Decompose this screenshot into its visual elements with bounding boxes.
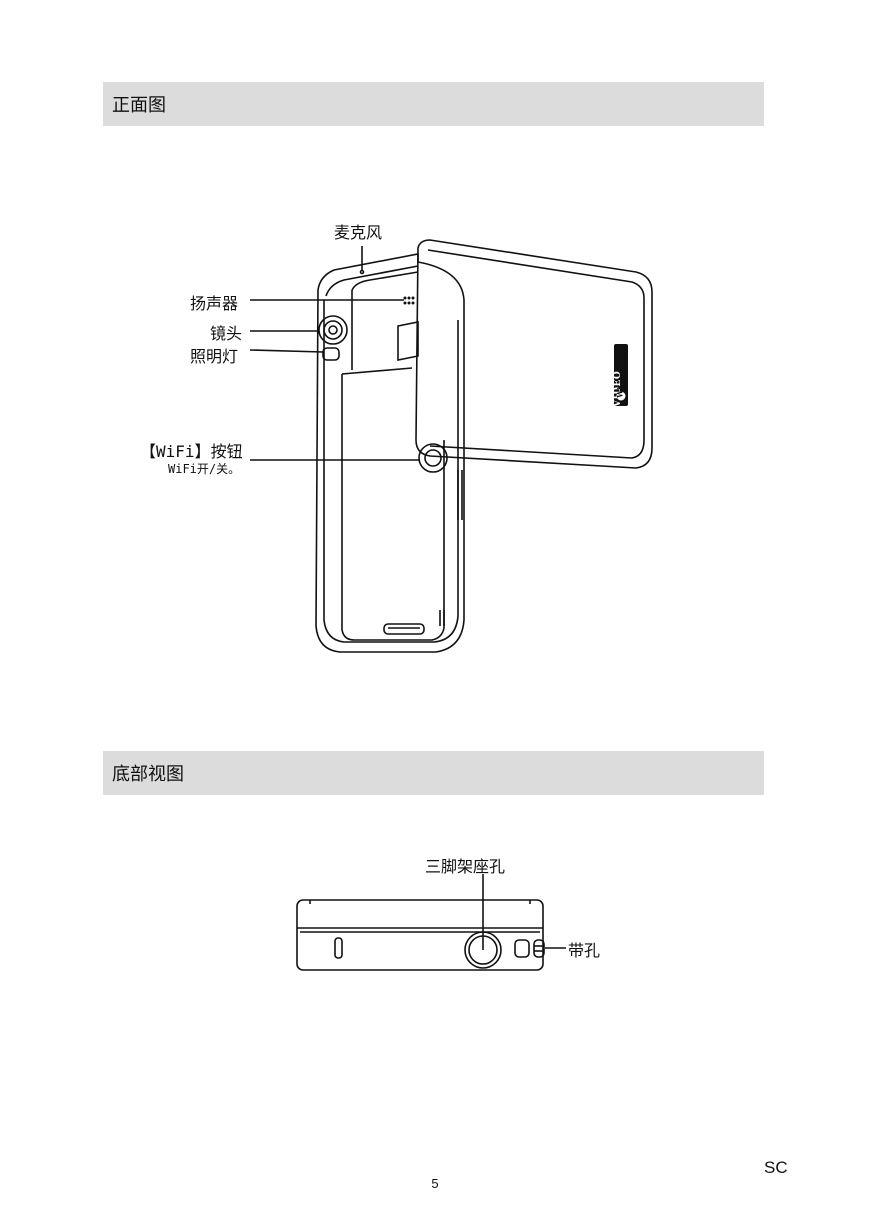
label-speaker: 扬声器 xyxy=(190,294,239,313)
wifi-button-name: WiFi xyxy=(156,442,195,461)
bracket-open: 【 xyxy=(140,442,157,461)
screen-logo-wi: Wi xyxy=(615,387,625,398)
label-wifi-button: 【WiFi】按钮 xyxy=(140,438,243,462)
label-lens: 镜头 xyxy=(210,324,243,343)
label-wifi-desc: WiFi开/关。 xyxy=(168,462,241,476)
label-strap-hole: 带孔 xyxy=(568,941,601,960)
section-title: 正面图 xyxy=(112,95,166,116)
language-code: SC xyxy=(764,1158,788,1177)
wifi-button-suffix: 按钮 xyxy=(210,442,243,461)
bracket-close: 】 xyxy=(194,442,211,461)
section-title: 底部视图 xyxy=(112,764,184,785)
section-header-bottom-view: 底部视图 xyxy=(103,751,764,795)
section-header-front-view: 正面图 xyxy=(103,82,764,126)
label-light: 照明灯 xyxy=(190,347,239,366)
label-tripod-socket: 三脚架座孔 xyxy=(425,857,506,876)
page-number: 5 xyxy=(431,1176,439,1191)
leader-line-light xyxy=(249,349,324,353)
label-microphone: 麦克风 xyxy=(334,223,383,242)
